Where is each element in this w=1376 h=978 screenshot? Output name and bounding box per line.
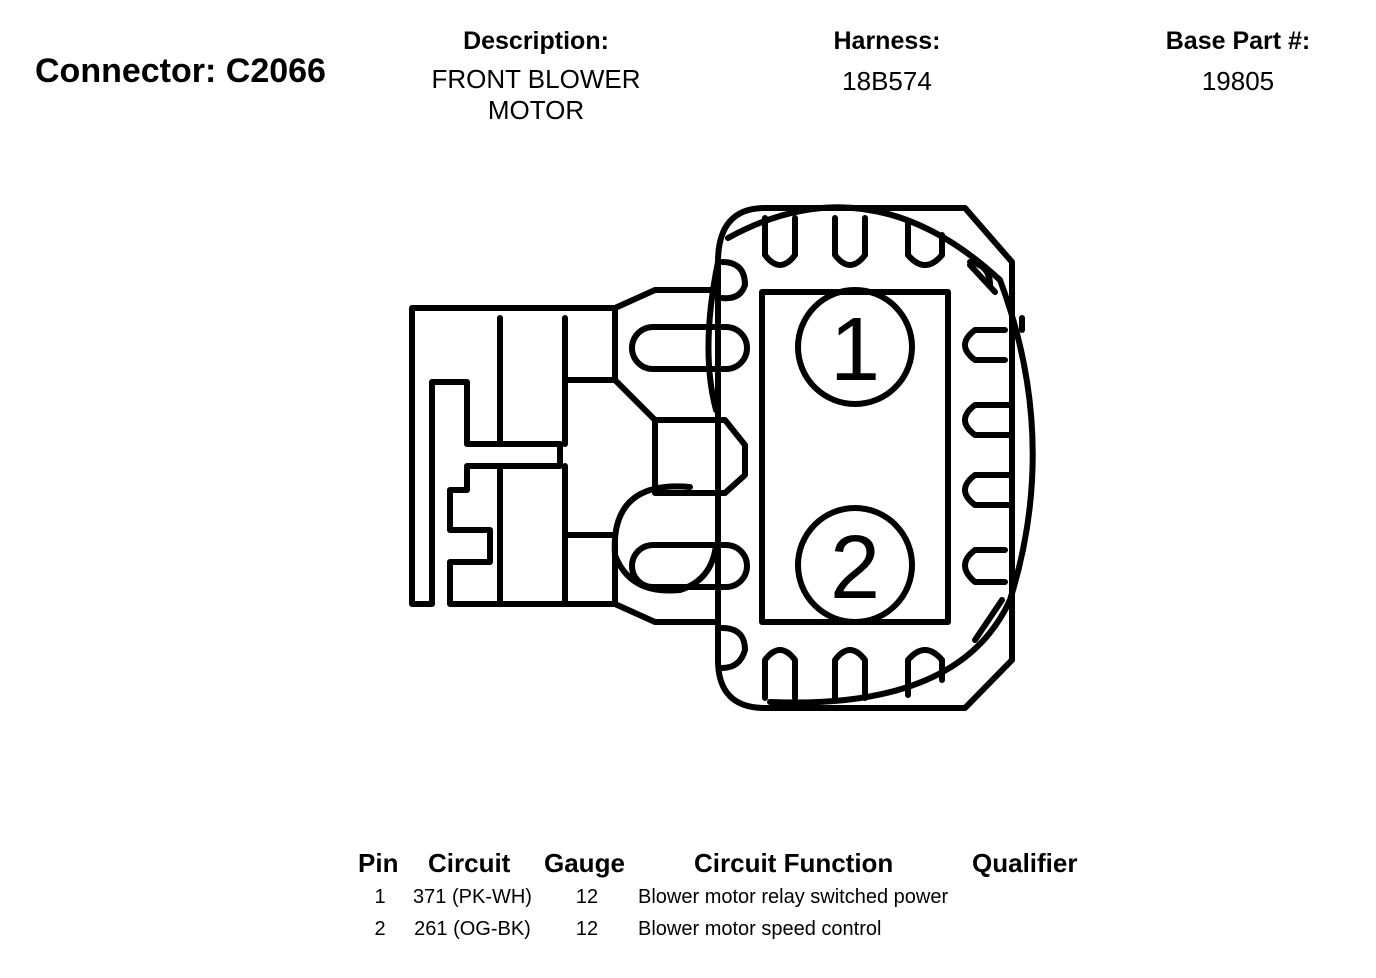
- header-gauge: Gauge: [544, 848, 625, 878]
- row-2-pin: 2: [374, 918, 386, 940]
- header-circuit: Circuit: [428, 848, 511, 878]
- center-tab: [652, 417, 748, 496]
- connector-latch-outline: [409, 287, 721, 625]
- right-slot-4: [962, 547, 1008, 585]
- connector-lock-arc: [725, 204, 1036, 706]
- header-qualifier: Qualifier: [972, 848, 1078, 878]
- top-slot-1: [762, 215, 798, 268]
- base-part-value: 19805: [1201, 66, 1275, 96]
- pin-1-cavity: [795, 287, 915, 407]
- header-pin: Pin: [358, 848, 399, 878]
- top-slot-2: [832, 215, 868, 268]
- connector-title: Connector: C2066: [35, 52, 326, 90]
- right-slot-3: [962, 472, 1013, 508]
- row-1-function: Blower motor relay switched power: [638, 886, 949, 908]
- row-1-gauge: 12: [575, 886, 599, 908]
- right-slot-2: [962, 402, 1013, 438]
- row-1-pin: 1: [374, 886, 386, 908]
- harness-label: Harness:: [833, 27, 941, 55]
- row-2-function: Blower motor speed control: [638, 918, 882, 940]
- bottom-slot-2: [832, 647, 868, 701]
- bottom-slot-3: [905, 647, 945, 698]
- row-2-circuit: 261 (OG-BK): [414, 918, 531, 940]
- pin-1-label: 1: [830, 300, 880, 400]
- pin-2-label: 2: [830, 518, 880, 618]
- connector-body-outline: [715, 205, 1015, 711]
- header-circuit-function: Circuit Function: [694, 848, 894, 878]
- pin-2-cavity: [795, 505, 915, 625]
- top-slot-3: [905, 219, 945, 268]
- row-2-gauge: 12: [575, 918, 599, 940]
- description-label: Description:: [463, 27, 609, 55]
- left-slot-upper: [629, 324, 750, 372]
- bottom-slot-1: [762, 647, 798, 701]
- description-value: FRONT BLOWER MOTOR: [431, 64, 641, 125]
- row-1-circuit: 371 (PK-WH): [413, 886, 532, 908]
- harness-value: 18B574: [842, 66, 932, 96]
- left-slot-lower: [629, 542, 750, 590]
- right-slot-1: [962, 327, 1008, 363]
- base-part-label: Base Part #:: [1165, 27, 1311, 55]
